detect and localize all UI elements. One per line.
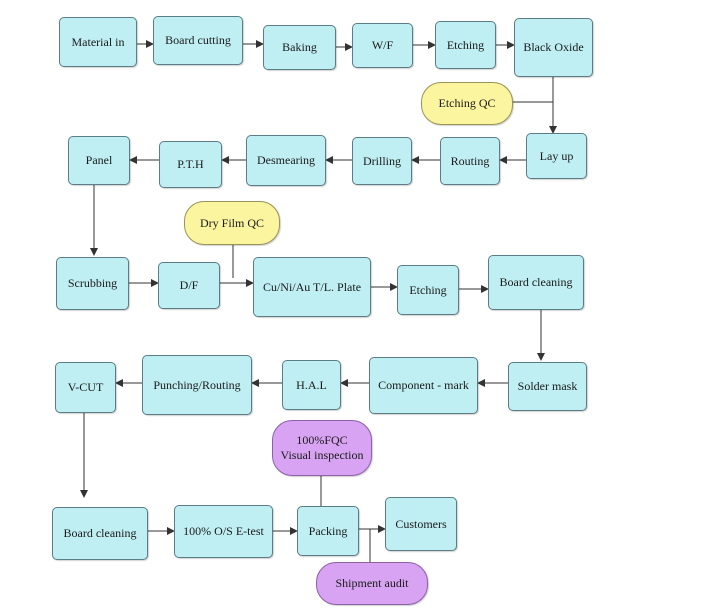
node-etching-qc: Etching QC xyxy=(421,82,513,125)
node-board-cleaning-1: Board cleaning xyxy=(488,255,584,310)
node-cu-ni-au-plate: Cu/Ni/Au T/L. Plate xyxy=(253,257,371,317)
node-v-cut: V-CUT xyxy=(55,362,116,413)
node-black-oxide: Black Oxide xyxy=(514,18,593,77)
node-fqc-visual-inspection: 100%FQC Visual inspection xyxy=(272,420,372,476)
node-shipment-audit: Shipment audit xyxy=(316,562,428,605)
node-drilling: Drilling xyxy=(352,137,412,185)
node-customers: Customers xyxy=(385,497,457,551)
node-scrubbing: Scrubbing xyxy=(56,257,129,310)
node-dry-film-qc: Dry Film QC xyxy=(184,201,280,245)
node-punching-routing: Punching/Routing xyxy=(142,355,252,415)
node-board-cleaning-2: Board cleaning xyxy=(52,507,148,560)
node-panel: Panel xyxy=(68,136,130,185)
node-etching-1: Etching xyxy=(435,21,496,69)
node-hal: H.A.L xyxy=(282,360,341,410)
node-df: D/F xyxy=(158,262,220,309)
node-pth: P.T.H xyxy=(159,141,222,188)
node-desmearing: Desmearing xyxy=(246,135,326,186)
node-etching-2: Etching xyxy=(397,265,459,315)
node-board-cutting: Board cutting xyxy=(153,16,243,65)
node-lay-up: Lay up xyxy=(526,133,587,179)
node-routing: Routing xyxy=(440,137,500,185)
fqc-label-line1: 100%FQC xyxy=(296,433,348,447)
node-baking: Baking xyxy=(263,25,336,70)
node-material-in: Material in xyxy=(59,17,137,67)
node-solder-mask: Solder mask xyxy=(508,362,587,411)
node-e-test: 100% O/S E-test xyxy=(174,505,273,558)
fqc-label-line2: Visual inspection xyxy=(280,448,364,462)
node-wf: W/F xyxy=(352,23,413,68)
node-component-mark: Component - mark xyxy=(369,357,478,414)
node-packing: Packing xyxy=(297,506,359,556)
